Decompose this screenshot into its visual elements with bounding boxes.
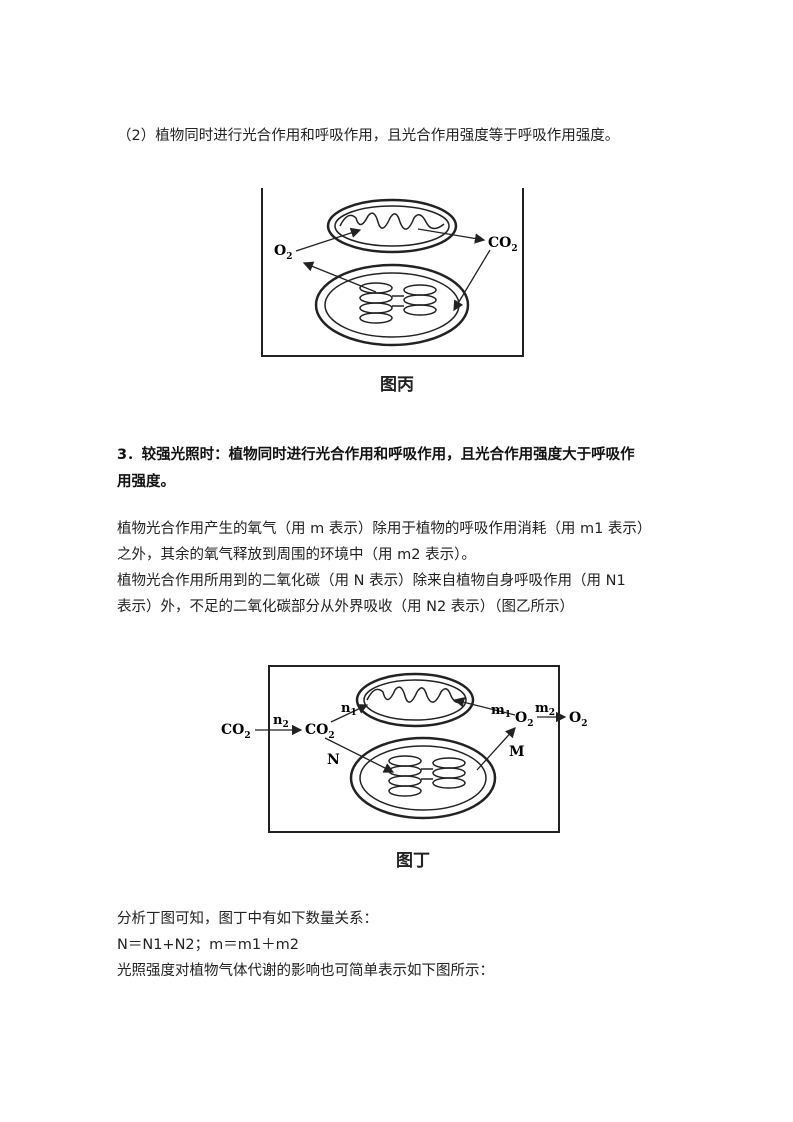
n1-label: n1 (341, 701, 357, 718)
M-label: M (509, 744, 525, 760)
analysis-line3: 光照强度对植物气体代谢的影响也可简单表示如下图所示： (117, 963, 494, 979)
para2-line2: 表示）外，不足的二氧化碳部分从外界吸收（用 N2 表示）（图乙所示） (117, 599, 575, 615)
arrow-m1 (453, 697, 516, 716)
m1-label: m1 (491, 703, 511, 720)
arrow-o2-out (302, 261, 377, 293)
analysis-line2: N＝N1+N2；m＝m1＋m2 (117, 937, 299, 953)
n2-label: n2 (273, 713, 289, 730)
section3-heading-line2: 用强度。 (117, 474, 175, 490)
para2-line1: 植物光合作用所用到的二氧化碳（用 N 表示）除来自植物自身呼吸作用（用 N1 (117, 573, 626, 589)
mitochondrion-shape (355, 672, 475, 728)
figure-bing-caption: 图丙 (380, 375, 414, 395)
analysis-line1: 分析丁图可知，图丁中有如下数量关系： (117, 911, 378, 927)
mitochondrion-shape (326, 198, 458, 254)
section3-heading-line1: 3．较强光照时：植物同时进行光合作用和呼吸作用，且光合作用强度大于呼吸作 (117, 447, 635, 463)
cell-wall (268, 665, 560, 833)
arrow-M (476, 727, 516, 771)
m2-label: m2 (535, 701, 555, 718)
section2-text: （2）植物同时进行光合作用和呼吸作用，且光合作用强度等于呼吸作用强度。 (117, 128, 620, 144)
co2-inside-label: CO2 (305, 722, 335, 741)
para1-line2: 之外，其余的氧气释放到周围的环境中（用 m2 表示）。 (117, 547, 476, 563)
arrow-co2-to-chloro (453, 249, 491, 312)
arrow-co2-out (417, 228, 486, 244)
N-label: N (327, 752, 340, 768)
chloroplast-shape (314, 263, 470, 347)
co2-label: CO2 (488, 235, 518, 254)
o2-outside-label: O2 (569, 710, 587, 729)
chloroplast-shape (349, 736, 497, 820)
figure-ding-caption: 图丁 (396, 851, 430, 871)
para1-line1: 植物光合作用产生的氧气（用 m 表示）除用于植物的呼吸作用消耗（用 m1 表示） (117, 521, 652, 537)
figure-bing-diagram: O2 CO2 (261, 188, 524, 357)
o2-inside-label: O2 (515, 710, 533, 729)
arrow-n1 (330, 704, 369, 723)
co2-outside-label: CO2 (221, 722, 251, 741)
arrow-N (324, 737, 395, 773)
arrow-o2-to-mito (295, 227, 362, 252)
figure-ding-diagram: CO2 CO2 n2 n1 N m1 M O2 m2 O2 (221, 665, 587, 833)
cell-wall (261, 188, 524, 357)
o2-label: O2 (274, 243, 292, 262)
